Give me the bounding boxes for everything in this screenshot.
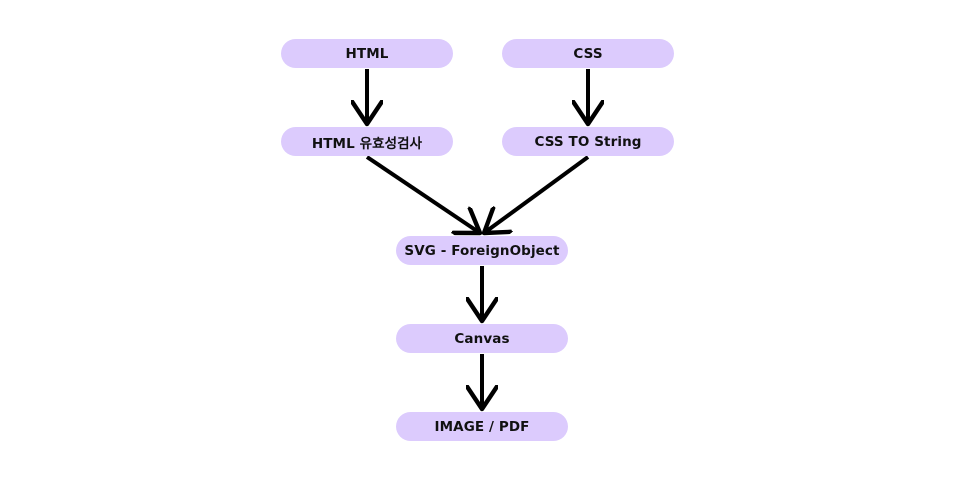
node-html-validation: HTML 유효성검사	[281, 127, 453, 156]
node-css: CSS	[502, 39, 674, 68]
node-image-pdf: IMAGE / PDF	[396, 412, 568, 441]
node-css-to-string: CSS TO String	[502, 127, 674, 156]
node-html: HTML	[281, 39, 453, 68]
node-canvas: Canvas	[396, 324, 568, 353]
arrow-validation-to-svg	[365, 155, 480, 233]
arrow-cssstring-to-svg	[484, 155, 590, 233]
node-svg-foreign-object: SVG - ForeignObject	[396, 236, 568, 265]
